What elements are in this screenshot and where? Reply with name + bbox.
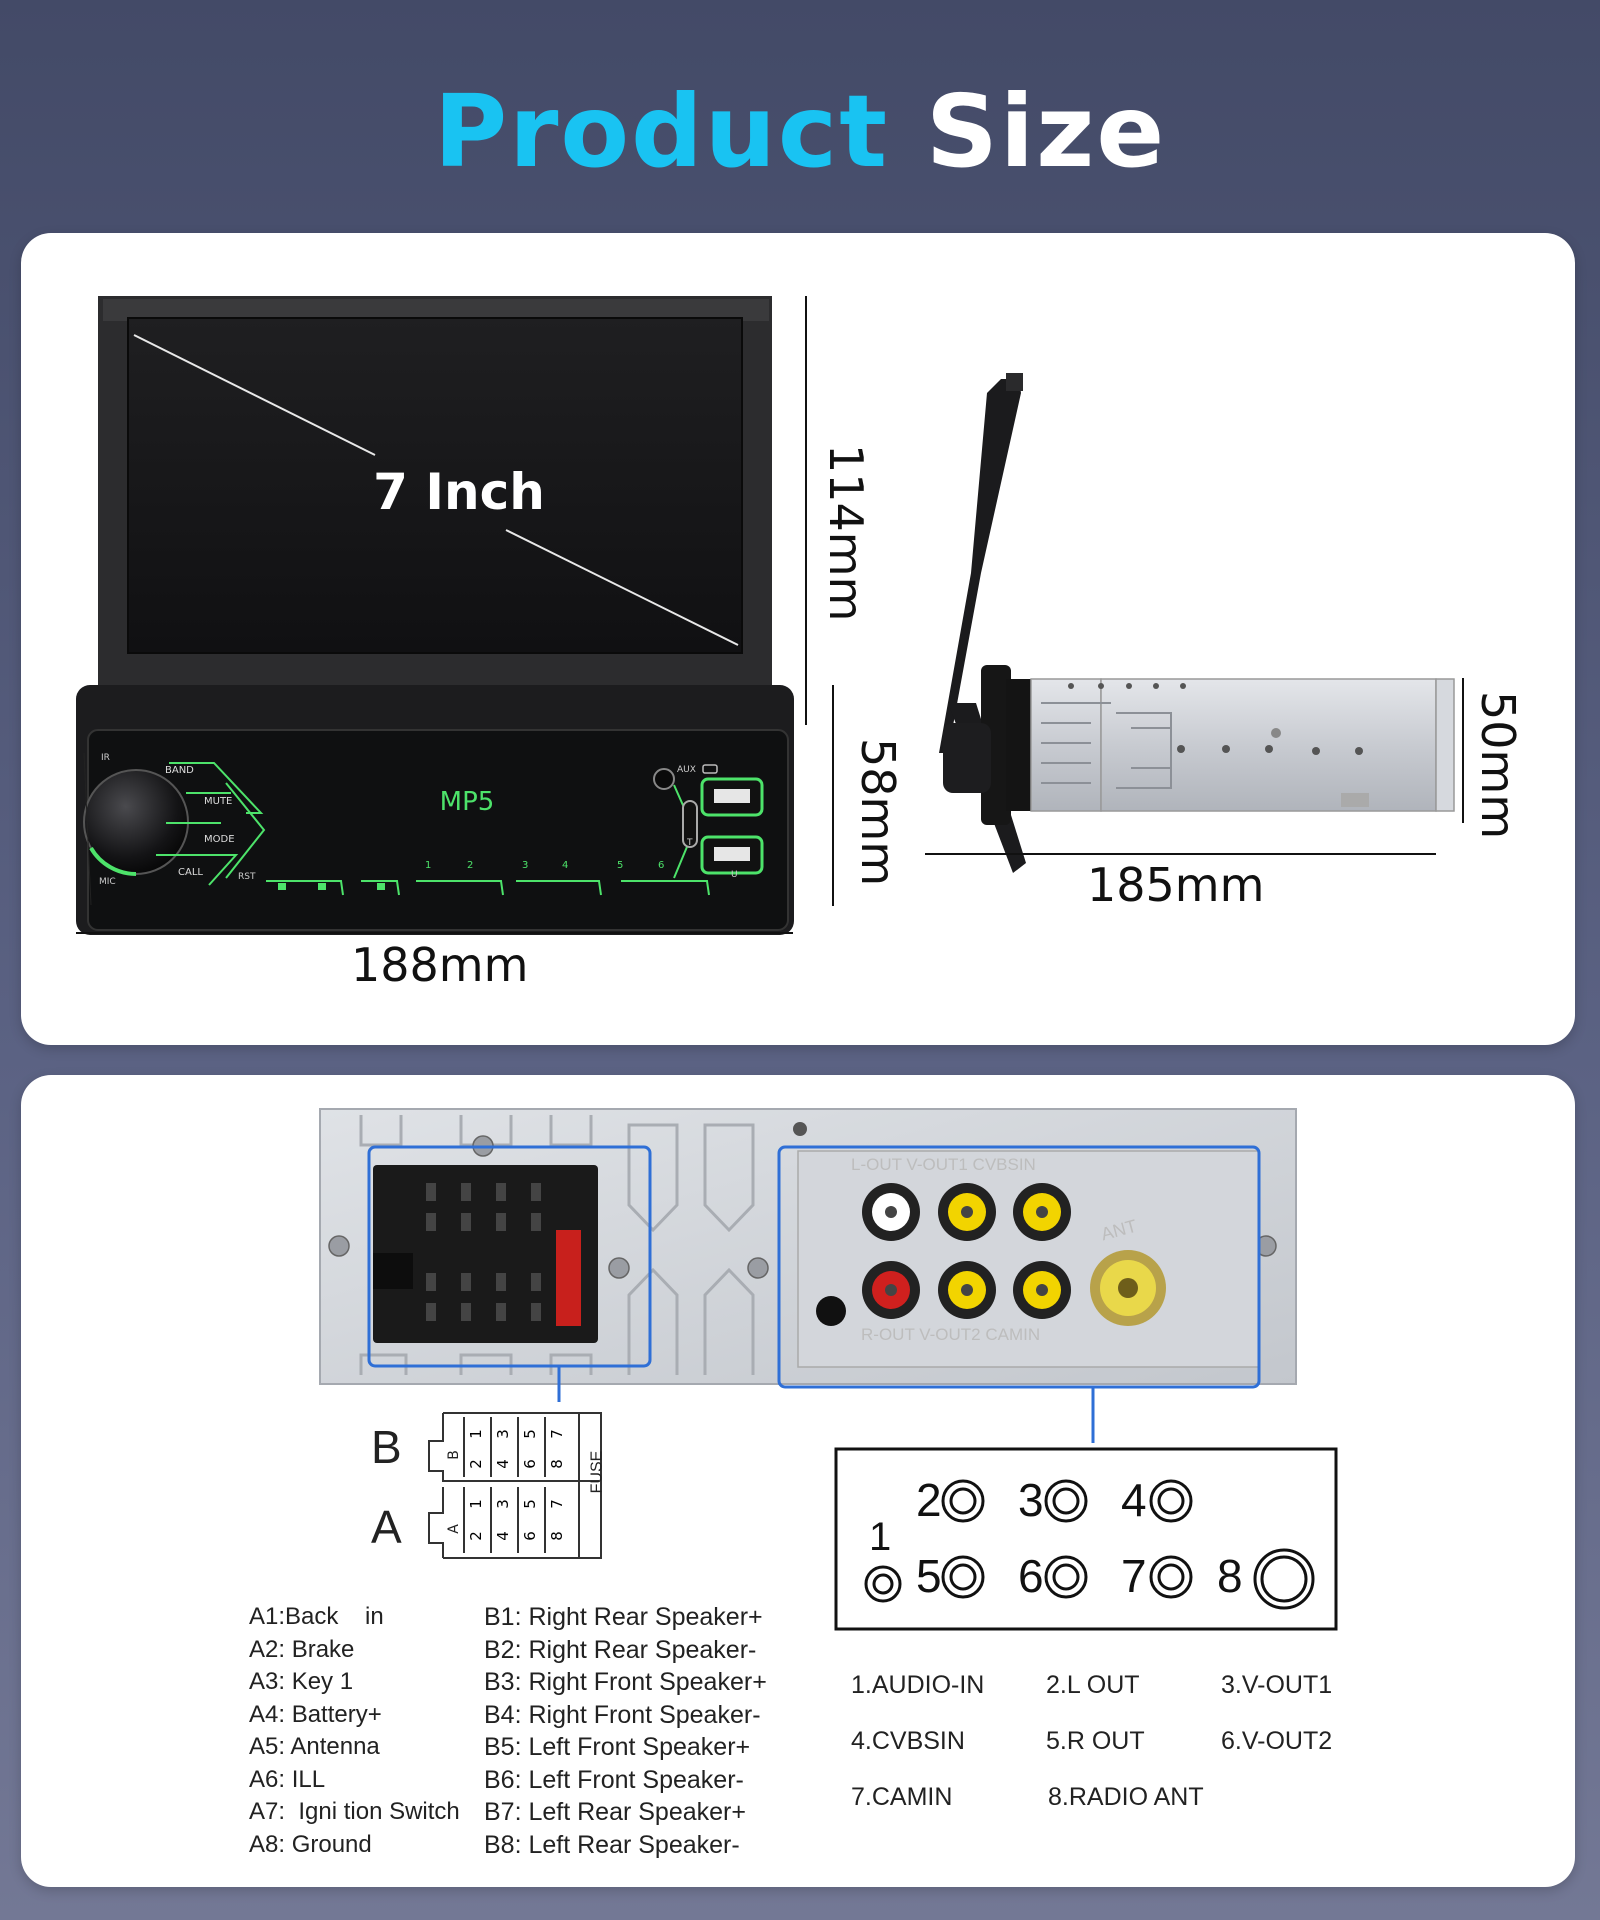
port-number-5: 5 bbox=[916, 1550, 942, 1602]
wiring-list-b: B1: Right Rear Speaker+ B2: Right Rear S… bbox=[484, 1601, 804, 1861]
port-legend-1: 1.AUDIO-IN bbox=[851, 1671, 985, 1699]
wire-b5: B5: Left Front Speaker+ bbox=[484, 1733, 751, 1761]
dim-label-185mm: 185mm bbox=[1087, 858, 1265, 912]
fuse-icon bbox=[556, 1230, 581, 1326]
wire-a8: A8: Ground bbox=[249, 1830, 372, 1858]
page-title: Product Size bbox=[0, 72, 1600, 192]
pin-diagram bbox=[428, 1412, 602, 1559]
wire-b7: B7: Left Rear Speaker+ bbox=[484, 1798, 746, 1826]
port-number-6: 6 bbox=[1018, 1550, 1044, 1602]
wire-a4: A4: Battery+ bbox=[249, 1700, 382, 1728]
pin-a-3: 3 bbox=[493, 1499, 512, 1509]
port-diagram-box bbox=[834, 1447, 1338, 1631]
wire-a1: A1:Back in bbox=[249, 1603, 384, 1630]
aux-label: AUX bbox=[677, 765, 696, 775]
dim-label-114mm: 114mm bbox=[819, 444, 873, 622]
pin-diagram-a-tag: A bbox=[445, 1524, 462, 1534]
wire-b1: B1: Right Rear Speaker+ bbox=[484, 1603, 763, 1631]
pin-a-6: 6 bbox=[520, 1531, 539, 1541]
pin-a-8: 8 bbox=[547, 1531, 566, 1541]
port-circles bbox=[864, 1479, 1315, 1610]
wire-a3: A3: Key 1 bbox=[249, 1668, 354, 1695]
preset-1: 1 bbox=[425, 860, 432, 871]
wire-b2: B2: Right Rear Speaker- bbox=[484, 1635, 757, 1664]
iso-connector bbox=[373, 1165, 598, 1343]
wire-a5: A5: Antenna bbox=[249, 1733, 380, 1760]
preset-4: 4 bbox=[562, 860, 569, 871]
pin-a-4: 4 bbox=[493, 1531, 512, 1541]
pin-b-2: 2 bbox=[466, 1459, 485, 1469]
dimensions-card: 7 Inch MP5 BAND MUTE MODE CALL IR MIC RS… bbox=[21, 233, 1575, 1045]
screen-size-label: 7 Inch bbox=[373, 463, 545, 521]
port-number-3: 3 bbox=[1018, 1474, 1044, 1526]
ir-label: IR bbox=[101, 753, 110, 763]
pin-a-5: 5 bbox=[520, 1499, 539, 1509]
pin-b-7: 7 bbox=[547, 1429, 566, 1439]
preset-5: 5 bbox=[617, 860, 624, 871]
port-number-2: 2 bbox=[916, 1474, 942, 1526]
fuse-label: FUSE bbox=[588, 1450, 606, 1494]
display-text: MP5 bbox=[439, 787, 495, 817]
port-legend-2: 2.L OUT bbox=[1046, 1671, 1140, 1699]
preset-6: 6 bbox=[658, 860, 665, 871]
row-b-label: B bbox=[371, 1421, 402, 1473]
port-number-4: 4 bbox=[1121, 1474, 1147, 1526]
mic-label: MIC bbox=[99, 877, 116, 887]
port-legend-8: 8.RADIO ANT bbox=[1048, 1783, 1204, 1811]
wiring-list-a: A1:Back in A2: Brake A3: Key 1 A4: Batte… bbox=[249, 1601, 489, 1861]
u-label: U bbox=[731, 870, 738, 880]
call-button: CALL bbox=[178, 867, 203, 878]
port-number-1: 1 bbox=[869, 1515, 892, 1559]
port-legend-7: 7.CAMIN bbox=[851, 1783, 953, 1811]
rst-label: RST bbox=[238, 872, 256, 882]
side-unit-illustration bbox=[939, 373, 1455, 873]
band-button: BAND bbox=[165, 765, 194, 776]
row-a-label: A bbox=[371, 1501, 402, 1553]
pin-b-4: 4 bbox=[493, 1459, 512, 1469]
pin-b-8: 8 bbox=[547, 1459, 566, 1469]
port-number-7: 7 bbox=[1121, 1550, 1147, 1602]
port-legend-5: 5.R OUT bbox=[1046, 1727, 1145, 1755]
port-legend-6: 6.V-OUT2 bbox=[1221, 1727, 1333, 1755]
pin-a-2: 2 bbox=[466, 1531, 485, 1541]
port-legend-3: 3.V-OUT1 bbox=[1221, 1671, 1333, 1699]
wire-b4: B4: Right Front Speaker- bbox=[484, 1700, 761, 1729]
dim-label-58mm: 58mm bbox=[851, 738, 905, 887]
wire-b8: B8: Left Rear Speaker- bbox=[484, 1830, 740, 1859]
title-word-size: Size bbox=[925, 73, 1167, 190]
front-unit-illustration bbox=[76, 296, 1464, 935]
rca-bottom-labels: R-OUT V-OUT2 CAMIN bbox=[861, 1325, 1041, 1344]
type-c-port-icon bbox=[682, 800, 698, 848]
wire-b3: B3: Right Front Speaker+ bbox=[484, 1668, 767, 1696]
port-number-8: 8 bbox=[1217, 1550, 1243, 1602]
pin-diagram-b-tag: B bbox=[445, 1450, 462, 1460]
port-legend-4: 4.CVBSIN bbox=[851, 1727, 965, 1755]
wire-b6: B6: Left Front Speaker- bbox=[484, 1765, 744, 1794]
mute-button: MUTE bbox=[204, 796, 233, 807]
t-label: T bbox=[687, 838, 693, 848]
mode-button: MODE bbox=[204, 834, 235, 845]
rear-panel-illustration bbox=[319, 1108, 1338, 1631]
wire-a7: A7: Igni tion Switch bbox=[249, 1798, 460, 1825]
pin-a-1: 1 bbox=[466, 1499, 485, 1509]
pin-b-3: 3 bbox=[493, 1429, 512, 1439]
dim-label-188mm: 188mm bbox=[351, 938, 529, 992]
pin-a-7: 7 bbox=[547, 1499, 566, 1509]
dim-label-50mm: 50mm bbox=[1471, 691, 1525, 840]
preset-3: 3 bbox=[522, 860, 529, 871]
rca-jacks bbox=[816, 1183, 1166, 1326]
pin-b-1: 1 bbox=[466, 1429, 485, 1439]
title-word-product: Product bbox=[433, 73, 889, 190]
rca-top-labels: L-OUT V-OUT1 CVBSIN bbox=[851, 1155, 1036, 1174]
preset-2: 2 bbox=[467, 860, 474, 871]
aux-jack-icon bbox=[653, 768, 675, 790]
wiring-card: L-OUT V-OUT1 CVBSIN R-OUT V-OUT2 CAMIN A… bbox=[21, 1075, 1575, 1887]
wire-a2: A2: Brake bbox=[249, 1635, 355, 1663]
wire-a6: A6: ILL bbox=[249, 1765, 326, 1793]
pin-b-5: 5 bbox=[520, 1429, 539, 1439]
pin-b-6: 6 bbox=[520, 1459, 539, 1469]
